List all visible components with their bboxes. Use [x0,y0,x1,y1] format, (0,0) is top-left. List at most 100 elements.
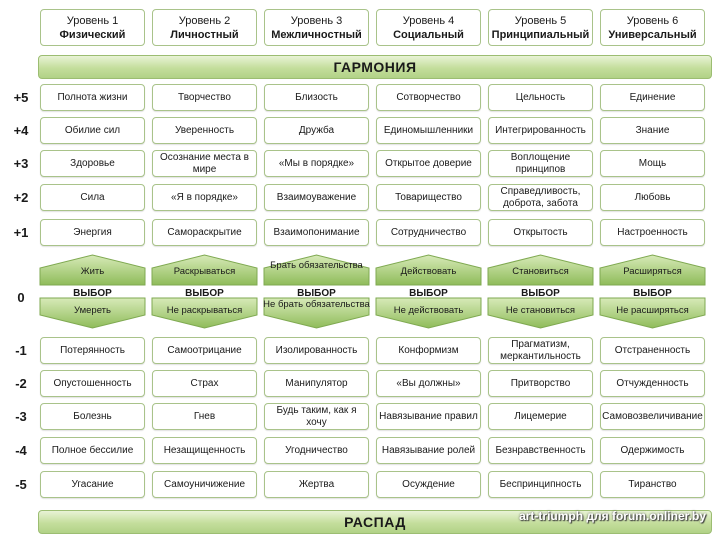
state-cell: Осуждение [376,471,481,498]
choice-down-arrow: Не раскрываться [151,297,258,329]
choice-down-arrow: Не брать обязательства [263,297,370,329]
row-label: -5 [15,477,27,492]
down-arrow-icon [599,297,706,329]
choice-up-arrow: Жить [39,254,146,286]
state-cell: Осознание места в мире [152,150,257,177]
level-number: Уровень 4 [402,15,455,27]
state-cell: Незащищенность [152,437,257,464]
state-cell: Навязывание ролей [376,437,481,464]
harmony-band: ГАРМОНИЯ [38,55,712,79]
state-cell: Уверенность [152,117,257,144]
state-cell: «Мы в порядке» [264,150,369,177]
choice-label: ВЫБОР [73,288,112,299]
choice-up-label: Раскрываться [173,266,236,277]
row-label: -2 [15,376,27,391]
level-name: Универсальный [608,29,697,41]
state-cell: Отстраненность [600,337,705,364]
down-arrow-icon [151,297,258,329]
row-label: -1 [15,343,27,358]
state-cell: Опустошенность [40,370,145,397]
choice-label: ВЫБОР [633,288,672,299]
choice-up-label: Расширяться [623,266,682,277]
level-number: Уровень 5 [514,15,567,27]
choice-up-label: Жить [80,266,105,277]
row-label: +5 [13,90,29,105]
choice-down-arrow: Не становиться [487,297,594,329]
state-cell: Страх [152,370,257,397]
state-cell: Близость [264,84,369,111]
up-arrow-icon [151,254,258,286]
choice-up-arrow: Становиться [487,254,594,286]
row-label: +4 [13,123,29,138]
row-label-zero: 0 [17,290,25,305]
state-cell: Единомышленники [376,117,481,144]
state-cell: Конформизм [376,337,481,364]
state-cell: Обилие сил [40,117,145,144]
state-cell: Здоровье [40,150,145,177]
state-cell: Полнота жизни [40,84,145,111]
choice-down-label: Не расширяться [616,305,689,316]
choice-up-arrow: Действовать [375,254,482,286]
state-cell: Изолированность [264,337,369,364]
state-cell: Самораскрытие [152,219,257,246]
choice-label: ВЫБОР [185,288,224,299]
choice-down-arrow: Не действовать [375,297,482,329]
choice-up-label: Действовать [400,266,457,277]
choice-down-label: Умереть [74,305,111,316]
up-arrow-icon [263,254,370,286]
down-arrow-icon [263,297,370,329]
choice-label: ВЫБОР [521,288,560,299]
state-cell: Потерянность [40,337,145,364]
state-cell: «Я в порядке» [152,184,257,211]
state-cell: Сотрудничество [376,219,481,246]
state-cell: Настроенность [600,219,705,246]
state-cell: Тиранство [600,471,705,498]
up-arrow-icon [599,254,706,286]
level-number: Уровень 1 [66,15,119,27]
state-cell: Интегрированность [488,117,593,144]
state-cell: Манипулятор [264,370,369,397]
state-cell: Сила [40,184,145,211]
level-name: Межличностный [271,29,362,41]
choice-down-label: Не действовать [393,305,464,316]
up-arrow-icon [375,254,482,286]
choice-label: ВЫБОР [409,288,448,299]
state-cell: Открытое доверие [376,150,481,177]
state-cell: Взаимопонимание [264,219,369,246]
state-cell: «Вы должны» [376,370,481,397]
level-name: Физический [59,29,126,41]
state-cell: Полное бессилие [40,437,145,464]
level-name: Социальный [393,29,464,41]
choice-down-label: Не раскрываться [166,305,243,316]
state-cell: Единение [600,84,705,111]
state-cell: Взаимоуважение [264,184,369,211]
state-cell: Энергия [40,219,145,246]
state-cell: Справедливость, доброта, забота [488,184,593,211]
level-header: Уровень 4 Социальный [376,9,481,46]
state-cell: Творчество [152,84,257,111]
down-arrow-icon [39,297,146,329]
level-header: Уровень 1 Физический [40,9,145,46]
state-cell: Навязывание правил [376,403,481,430]
state-cell: Сотворчество [376,84,481,111]
down-arrow-icon [487,297,594,329]
state-cell: Угодничество [264,437,369,464]
state-cell: Мощь [600,150,705,177]
state-cell: Прагматизм, меркантильность [488,337,593,364]
state-cell: Угасание [40,471,145,498]
state-cell: Открытость [488,219,593,246]
row-label: -3 [15,409,27,424]
state-cell: Цельность [488,84,593,111]
state-cell: Гнев [152,403,257,430]
state-cell: Жертва [264,471,369,498]
level-number: Уровень 2 [178,15,231,27]
row-label: +2 [13,190,29,205]
state-cell: Одержимость [600,437,705,464]
state-cell: Будь таким, как я хочу [264,403,369,430]
state-cell: Любовь [600,184,705,211]
choice-down-label: Не брать обязательства [263,299,370,310]
